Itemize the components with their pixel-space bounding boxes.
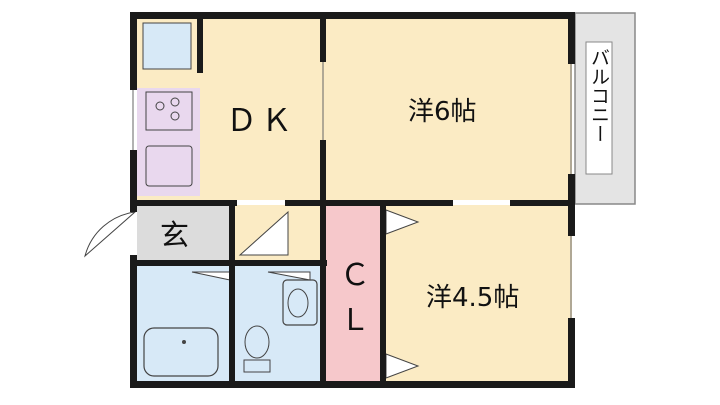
- burner-1-icon: [155, 101, 165, 111]
- stove-icon: [145, 91, 193, 131]
- balcony-label: バルコニー: [588, 48, 610, 143]
- toilet-door-mark: [267, 271, 311, 281]
- bathtub-drain-icon: [182, 340, 186, 344]
- closet-label-l: Ｌ: [340, 303, 370, 338]
- sink-icon: [145, 145, 193, 187]
- western-6-floor: [323, 18, 572, 200]
- burner-3-icon: [170, 111, 180, 121]
- entrance-floor: [137, 205, 232, 260]
- washbasin-bowl-icon: [287, 288, 309, 318]
- entrance-door-swing: [84, 211, 137, 258]
- bathtub-icon: [143, 327, 219, 377]
- toilet-tank-icon: [243, 359, 271, 373]
- toilet-bowl-icon: [244, 325, 270, 359]
- window-marks: [132, 62, 572, 318]
- western-45-label: 洋4.5帖: [426, 283, 519, 313]
- toilet-door-swing: [238, 210, 289, 256]
- closet-label-c: Ｃ: [340, 258, 370, 293]
- dk-label: ＤＫ: [226, 103, 296, 139]
- burner-2-icon: [170, 97, 180, 107]
- western-6-label: 洋6帖: [408, 97, 477, 127]
- closet-floor: [326, 205, 383, 381]
- balcony-label-box: [585, 41, 613, 175]
- walls: [130, 12, 575, 388]
- fridge-space: [142, 22, 192, 70]
- entrance-label: 玄: [160, 218, 189, 252]
- western-45-floor: [383, 205, 572, 381]
